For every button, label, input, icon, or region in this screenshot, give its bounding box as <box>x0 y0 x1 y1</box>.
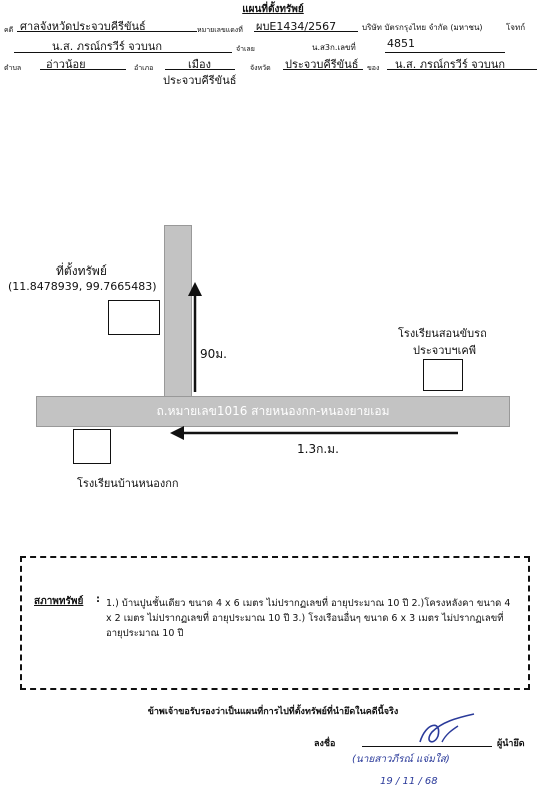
court-underline <box>17 31 197 32</box>
role-label: ผู้นำยึด <box>497 739 525 749</box>
school-left-label: โรงเรียนบ้านหนองกก <box>77 477 179 490</box>
defendant-underline <box>14 52 232 53</box>
plaintiff-name: บริษัท บัตรกรุงไทย จำกัด (มหาชน) <box>362 23 483 32</box>
side-road <box>164 225 192 397</box>
west-arrow-icon <box>170 426 458 440</box>
certification-text: ข้าพเจ้าขอรับรองว่าเป็นแผนที่การไปที่ตั้… <box>147 707 399 717</box>
case-label: คดี <box>4 26 14 34</box>
court-name: ศาลจังหวัดประจวบคีรีขันธ์ <box>20 20 146 33</box>
owner-label: ของ <box>367 64 380 72</box>
signature-line <box>362 746 492 747</box>
horizontal-distance: 1.3ก.ม. <box>297 442 339 456</box>
deed-number: 4851 <box>387 37 415 50</box>
condition-title: สภาพทรัพย์ <box>34 596 84 607</box>
condition-box <box>20 556 530 690</box>
school-right-marker <box>423 359 463 391</box>
district-line2: ประจวบคีรีขันธ์ <box>163 74 237 87</box>
north-arrow-icon <box>188 282 202 392</box>
defendant-name: น.ส. ภรณ์กรวีร์ จวบนก <box>52 40 163 53</box>
property-label: ที่ตั้งทรัพย์ <box>56 264 107 278</box>
district-value: เมือง <box>188 58 211 71</box>
district-label: อำเภอ <box>134 64 154 72</box>
school-right-line1: โรงเรียนสอนขับรถ <box>398 327 487 340</box>
property-marker <box>108 300 160 335</box>
school-right-line2: ประจวบฯเคพี <box>413 344 476 357</box>
subdistrict-label: ตำบล <box>4 64 22 72</box>
district-underline <box>165 69 235 70</box>
defendant-label: จำเลย <box>236 45 255 53</box>
main-road <box>36 396 510 427</box>
province-value: ประจวบคีรีขันธ์ <box>285 58 359 71</box>
sign-date: 19 / 11 / 68 <box>380 776 438 787</box>
deed-underline <box>385 52 505 53</box>
condition-description: 1.) บ้านปูนชั้นเดียว ขนาด 4 x 6 เมตร ไม่… <box>106 598 511 639</box>
case-no-label: หมายเลขแดงที่ <box>197 26 243 34</box>
sign-label: ลงชื่อ <box>314 739 336 749</box>
school-left-marker <box>73 429 111 464</box>
case-number: ผบE1434/2567 <box>256 20 337 33</box>
page-title: แผนที่ตั้งทรัพย์ <box>242 4 304 15</box>
owner-name: น.ส. ภรณ์กรวีร์ จวบนก <box>395 58 506 71</box>
road-name: ถ.หมายเลข1016 สายหนองกก-หนองยายเอม <box>156 404 390 418</box>
plaintiff-label: โจทก์ <box>506 23 526 32</box>
province-label: จังหวัด <box>250 64 271 72</box>
province-underline <box>283 69 363 70</box>
vertical-distance: 90ม. <box>200 347 227 361</box>
signature-image <box>419 713 475 743</box>
condition-colon: : <box>96 594 100 605</box>
subdistrict-underline <box>40 69 126 70</box>
property-coordinates: (11.8478939, 99.7665483) <box>8 280 157 293</box>
deed-label: น.ส3ก.เลขที่ <box>312 43 356 52</box>
owner-underline <box>387 69 537 70</box>
subdistrict-value: อ่าวน้อย <box>46 58 86 71</box>
case-no-underline <box>254 31 358 32</box>
printed-name: (นายสาวภีรณ์ แจ่มใส) <box>352 754 450 765</box>
